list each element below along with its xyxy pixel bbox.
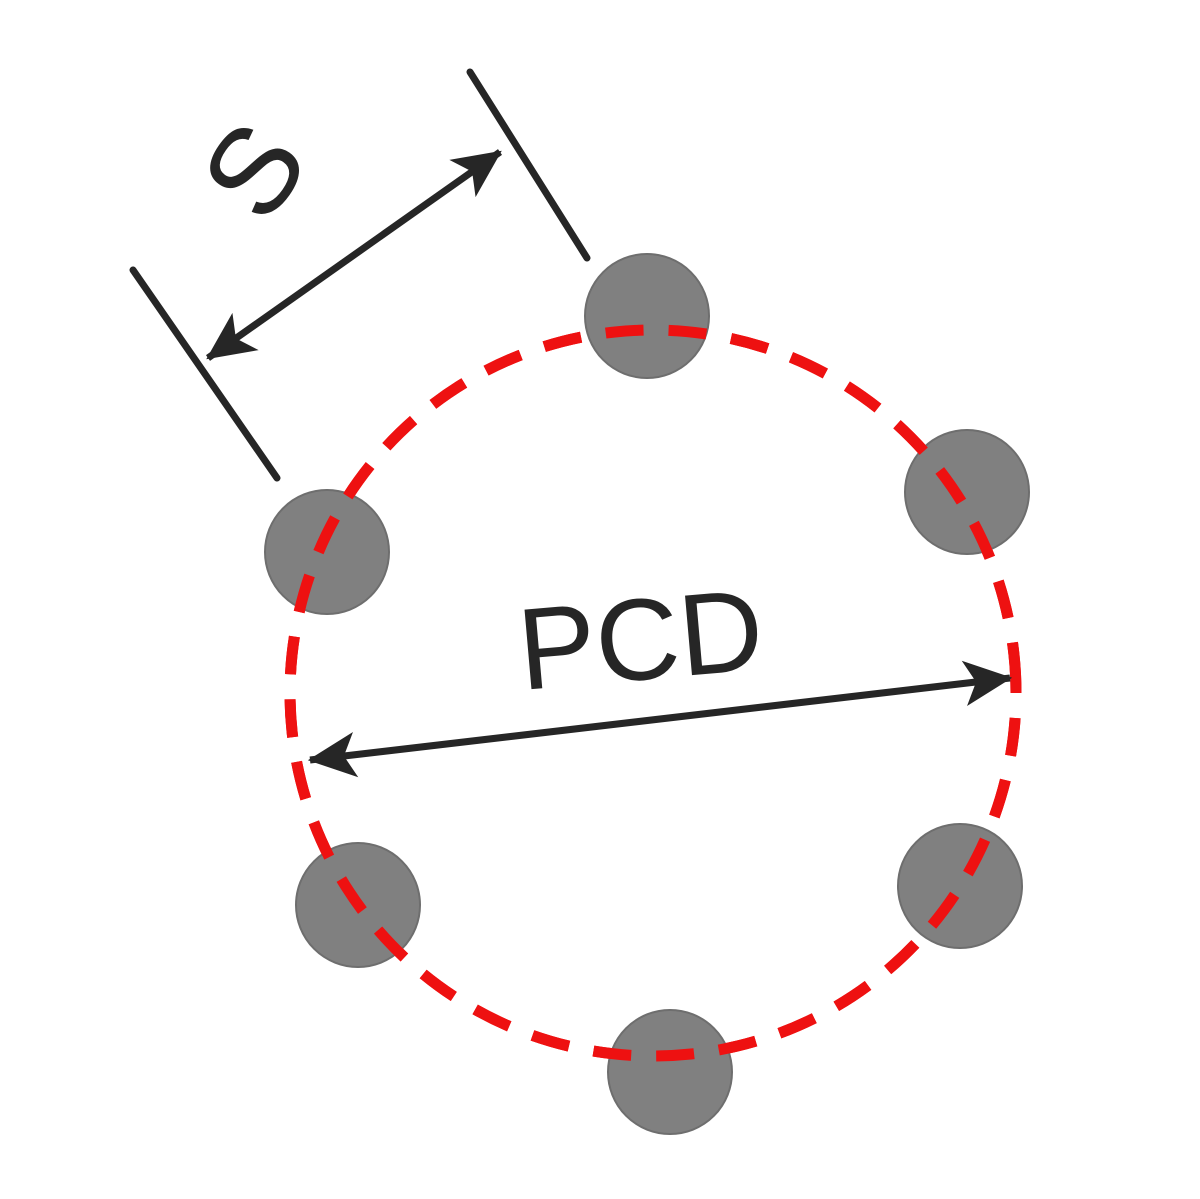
pcd-dimension-group: PCD bbox=[307, 564, 1013, 778]
left-extension-line bbox=[129, 266, 281, 482]
pitch-circle-overlay bbox=[284, 324, 1022, 1062]
bolt-hole-1 bbox=[584, 253, 710, 379]
right-extension-line bbox=[466, 68, 591, 262]
bolt-hole-4 bbox=[607, 1009, 733, 1135]
pitch-circle-dashed-overlay bbox=[284, 324, 1022, 1062]
bolt-hole-3 bbox=[897, 823, 1023, 949]
bolt-hole-2 bbox=[904, 429, 1030, 555]
pcd-dimension-arrow bbox=[307, 660, 1013, 778]
bolt-hole-6 bbox=[264, 489, 390, 615]
pcd-label: PCD bbox=[513, 564, 768, 715]
spacing-dimension-arrow bbox=[205, 149, 503, 361]
